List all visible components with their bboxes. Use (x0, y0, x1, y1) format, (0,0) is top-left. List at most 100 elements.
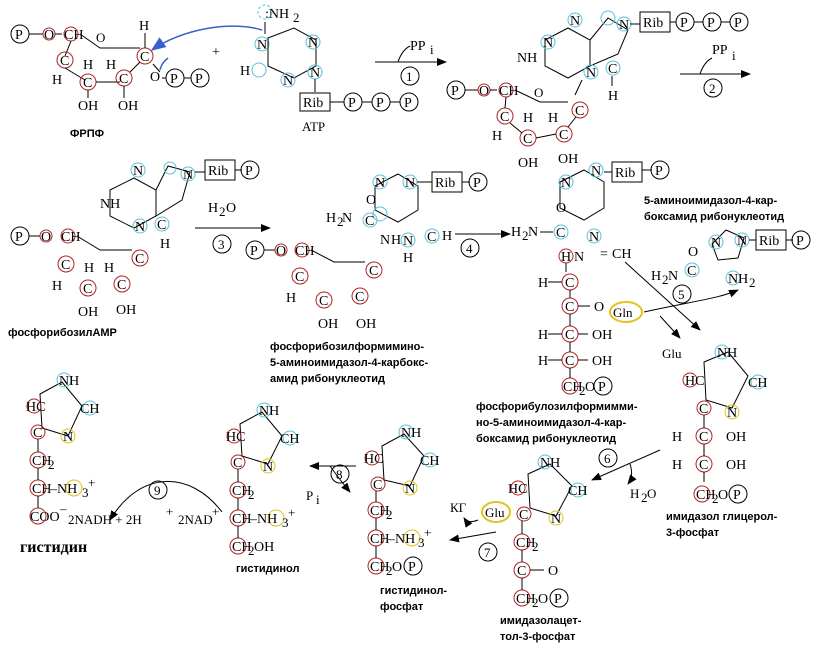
svg-text:PP: PP (410, 39, 426, 54)
svg-text:–NH: –NH (249, 512, 277, 527)
svg-text:N: N (589, 230, 599, 245)
svg-text:H: H (208, 201, 218, 216)
svg-text:O: O (556, 201, 566, 216)
svg-text:H: H (511, 225, 521, 240)
svg-text:C: C (365, 214, 374, 229)
svg-text:–NH: –NH (387, 532, 415, 547)
svg-text:C: C (517, 564, 526, 579)
kg-label: КГ (450, 500, 467, 515)
svg-text:N: N (570, 14, 580, 29)
svg-text:COO: COO (30, 510, 60, 525)
svg-text:H: H (84, 261, 94, 276)
svg-text:N: N (375, 176, 385, 191)
svg-text:2: 2 (641, 490, 648, 505)
svg-text:H: H (672, 430, 682, 445)
svg-text:P: P (404, 96, 412, 111)
histidine-name: гистидин (20, 539, 87, 556)
glu7-label: Glu (485, 505, 505, 520)
step5-arrow (624, 261, 701, 331)
svg-text:OH: OH (318, 317, 338, 332)
svg-text:C: C (33, 426, 42, 441)
svg-text:CH: CH (696, 488, 715, 503)
svg-text:+: + (88, 475, 95, 490)
svg-text:N: N (310, 66, 320, 81)
svg-text:3: 3 (82, 485, 89, 500)
svg-text:NH: NH (100, 197, 120, 212)
svg-text:C: C (565, 300, 574, 315)
svg-text:N: N (135, 220, 145, 235)
svg-text:P: P (245, 164, 253, 179)
pi-label: P (306, 488, 313, 503)
svg-text:–NH: –NH (49, 482, 77, 497)
svg-text:N: N (405, 176, 415, 191)
step-3-label: 3 (218, 237, 225, 252)
svg-text:2: 2 (532, 539, 539, 554)
step-8-label: 8 (336, 467, 343, 482)
svg-text:H: H (286, 291, 296, 306)
svg-text:N: N (283, 74, 293, 89)
svg-text:N: N (574, 250, 584, 265)
svg-text:N: N (551, 512, 561, 527)
step-6-label: 6 (604, 451, 611, 466)
svg-text:P: P (598, 380, 606, 395)
svg-text:P: P (734, 16, 742, 31)
svg-text:H: H (548, 111, 558, 126)
svg-text:H: H (326, 211, 336, 226)
svg-text:CH: CH (370, 532, 389, 547)
svg-text:NH: NH (59, 374, 79, 389)
svg-text:O: O (392, 560, 402, 575)
svg-text:O: O (594, 300, 604, 315)
svg-text:CH: CH (280, 432, 299, 447)
svg-text:3: 3 (418, 535, 425, 550)
svg-text:CH: CH (568, 484, 587, 499)
svg-text:N: N (257, 38, 267, 53)
svg-text:+: + (166, 504, 173, 519)
svg-text:CH: CH (80, 402, 99, 417)
svg-text:H: H (52, 279, 62, 294)
svg-text:C: C (61, 258, 70, 273)
svg-text:P: P (170, 72, 178, 87)
svg-text:C: C (608, 62, 617, 77)
svg-text:HC: HC (364, 452, 383, 467)
svg-text:2: 2 (522, 228, 529, 243)
svg-text:O: O (718, 488, 728, 503)
svg-text:=: = (600, 247, 608, 262)
iap-name-1: имидазолацет- (500, 615, 582, 627)
ch2-label: CH (64, 28, 83, 43)
profar-name-1: фосфорибозилформимино- (270, 341, 424, 353)
svg-text:i: i (430, 42, 434, 57)
svg-text:C: C (295, 270, 304, 285)
svg-text:OH: OH (118, 99, 138, 114)
svg-text:N: N (543, 36, 553, 51)
svg-text:CH: CH (232, 540, 251, 555)
svg-text:O: O (479, 84, 489, 99)
svg-text:NH: NH (540, 456, 560, 471)
svg-text:2: 2 (579, 383, 586, 398)
electron-arrow (150, 25, 263, 51)
svg-text:Rib: Rib (435, 176, 455, 191)
svg-text:N: N (308, 36, 318, 51)
svg-text:N: N (619, 18, 629, 33)
svg-text:OH: OH (592, 354, 612, 369)
svg-text:OH: OH (558, 152, 578, 167)
step-7-label: 7 (484, 545, 491, 560)
svg-text:N: N (668, 269, 678, 284)
svg-text:2: 2 (48, 457, 55, 472)
svg-text:H: H (391, 233, 401, 248)
svg-text:H: H (538, 354, 548, 369)
svg-text:H: H (672, 458, 682, 473)
svg-text:P: P (680, 16, 688, 31)
svg-text:HC: HC (26, 400, 45, 415)
svg-text:NH: NH (401, 426, 421, 441)
svg-text:OH: OH (254, 540, 274, 555)
svg-text:CH: CH (516, 536, 535, 551)
svg-text:C: C (355, 290, 364, 305)
svg-text:H: H (240, 64, 250, 79)
svg-text:C: C (687, 264, 696, 279)
